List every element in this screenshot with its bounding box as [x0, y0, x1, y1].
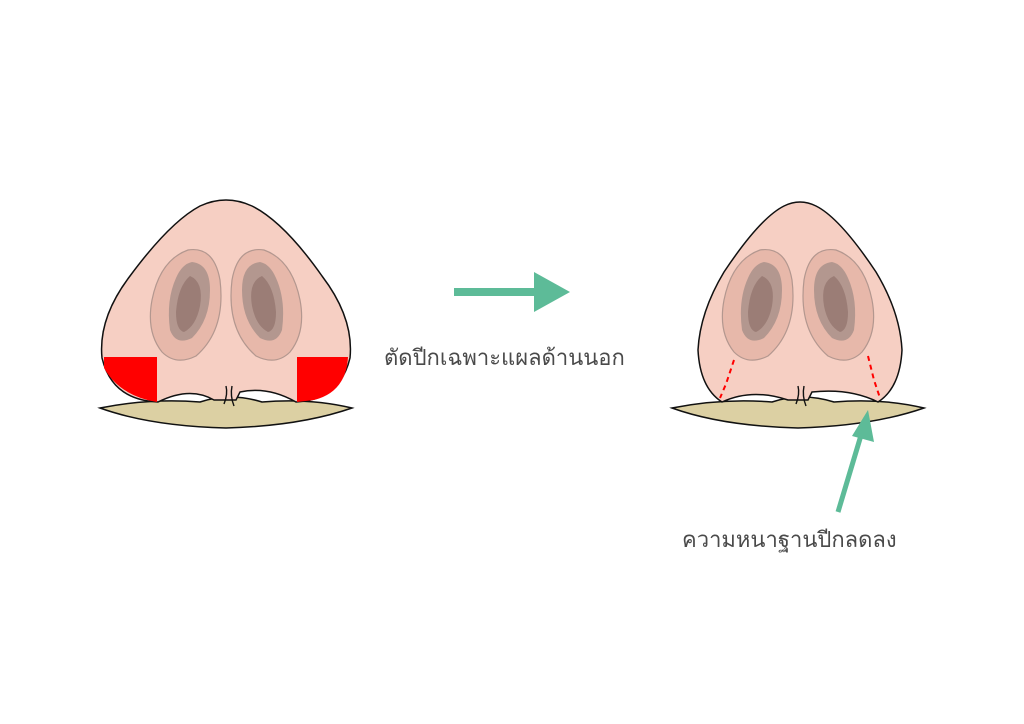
transition-arrow: [454, 272, 570, 312]
result-caption: ความหนาฐานปีกลดลง: [682, 528, 897, 553]
left-nostril-after: [721, 248, 794, 361]
columella-after: [795, 385, 807, 407]
right-nostril-before: [230, 248, 303, 361]
nose-before: [97, 199, 355, 429]
upper-lip-before: [97, 396, 355, 429]
nose-after: [669, 201, 927, 429]
upper-lip-after: [669, 396, 927, 429]
columella-before: [223, 385, 235, 407]
excision-zone-right: [297, 357, 348, 402]
left-nostril-before: [149, 248, 222, 361]
incision-line-right: [867, 355, 881, 399]
excision-zone-left: [104, 357, 157, 402]
right-nostril-after: [802, 248, 875, 361]
procedure-caption: ตัดปีกเฉพาะแผลด้านนอก: [384, 346, 625, 371]
pointer-arrow: [835, 410, 874, 513]
